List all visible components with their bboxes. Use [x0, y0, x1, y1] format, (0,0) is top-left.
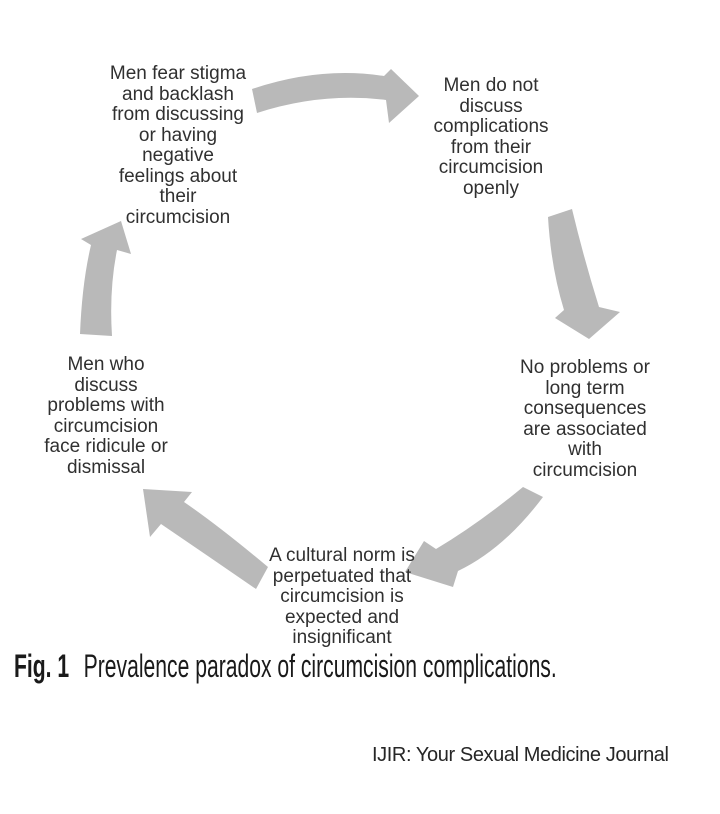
- journal-footer: IJIR: Your Sexual Medicine Journal: [372, 744, 669, 766]
- figure-caption-label: Fig. 1: [14, 648, 70, 684]
- figure-caption: Fig. 1 Prevalence paradox of circumcision…: [14, 648, 557, 684]
- cycle-arrow-left-icon: [80, 221, 131, 336]
- cycle-node-no-problems-assumed: No problems or long term consequences ar…: [520, 357, 650, 481]
- cycle-node-cultural-norm: A cultural norm is perpetuated that circ…: [269, 545, 415, 648]
- cycle-arrow-bottom-left-icon: [143, 489, 268, 589]
- cycle-node-no-open-discussion: Men do not discuss complications from th…: [433, 75, 549, 199]
- cycle-node-stigma-fear: Men fear stigma and backlash from discus…: [109, 63, 247, 228]
- cycle-arrow-right-icon: [548, 209, 620, 339]
- cycle-node-ridicule-dismissal: Men who discuss problems with circumcisi…: [44, 354, 168, 478]
- cycle-arrow-top-icon: [252, 69, 419, 123]
- figure-caption-text: Prevalence paradox of circumcision compl…: [83, 648, 557, 684]
- cycle-arrow-bottom-right-icon: [405, 487, 543, 587]
